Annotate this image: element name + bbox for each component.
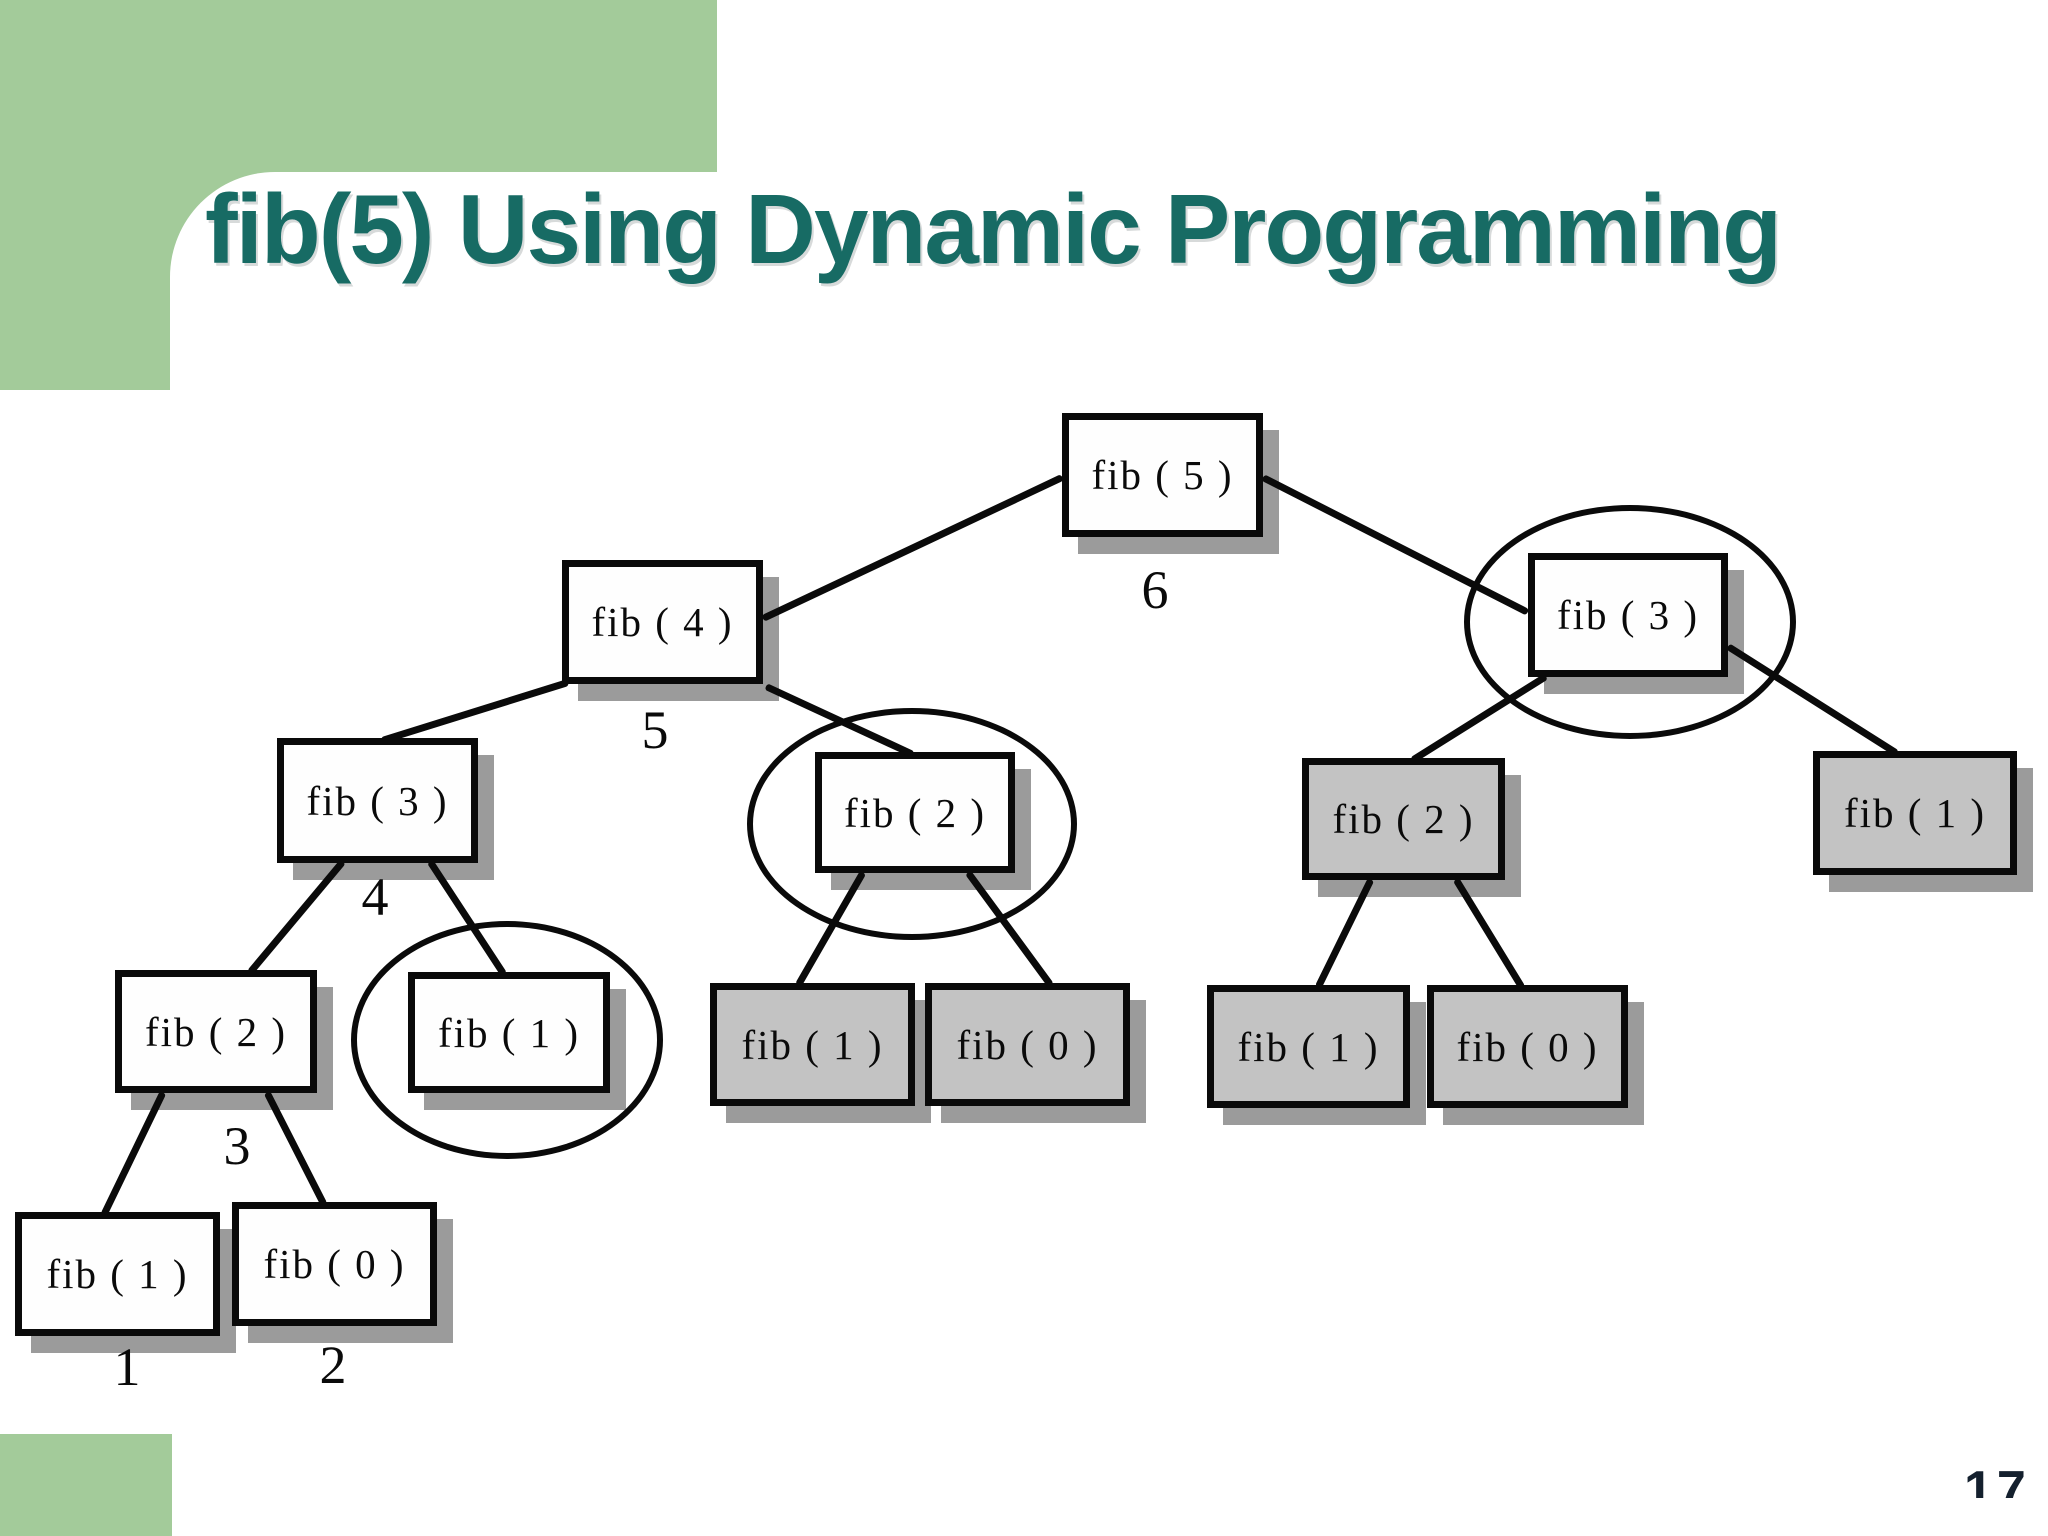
halo-fib3-right <box>1464 505 1796 739</box>
halo-fib1 <box>351 921 663 1159</box>
tree-node-fib0-white: fib ( 0 ) <box>232 1202 437 1326</box>
tree-node-label: fib ( 1 ) <box>1237 1023 1380 1070</box>
tree-node-fib2-gray: fib ( 2 ) <box>1302 758 1505 880</box>
tree-node-label: fib ( 0 ) <box>1456 1023 1599 1070</box>
tree-node-fib0-gray-2: fib ( 0 ) <box>1427 985 1628 1108</box>
evaluation-order-label-2: 2 <box>319 1335 347 1395</box>
tree-node-fib1-white: fib ( 1 ) <box>15 1212 220 1336</box>
tree-node-label: fib ( 1 ) <box>1843 790 1987 836</box>
evaluation-order-label-3: 3 <box>223 1116 251 1176</box>
tree-node-fib5: fib ( 5 ) <box>1062 413 1263 537</box>
tree-node-fib2-left: fib ( 2 ) <box>115 970 317 1093</box>
tree-edge-7 <box>100 1090 167 1216</box>
tree-edge-13 <box>1314 877 1375 989</box>
tree-edge-14 <box>1453 877 1525 989</box>
tree-node-label: fib ( 2 ) <box>144 1008 288 1055</box>
evaluation-order-label-6: 6 <box>1141 560 1169 620</box>
tree-edge-1 <box>761 473 1064 622</box>
tree-node-fib3-left: fib ( 3 ) <box>277 738 478 863</box>
green-left-column <box>0 0 172 390</box>
tree-node-label: fib ( 2 ) <box>1332 796 1475 842</box>
tree-node-fib1-gray-1: fib ( 1 ) <box>710 983 915 1106</box>
slide-title: fib(5) Using Dynamic Programming <box>205 174 1782 284</box>
green-bottom-left-block <box>0 1434 172 1536</box>
tree-node-label: fib ( 3 ) <box>306 777 449 824</box>
evaluation-order-label-1: 1 <box>113 1337 141 1397</box>
tree-node-label: fib ( 4 ) <box>591 599 734 645</box>
tree-node-label: fib ( 5 ) <box>1091 452 1234 498</box>
tree-node-label: fib ( 1 ) <box>46 1251 189 1297</box>
tree-node-label: fib ( 0 ) <box>956 1021 1099 1068</box>
evaluation-order-label-5: 5 <box>641 700 669 760</box>
page-number: 17 <box>1964 1461 2030 1498</box>
tree-node-fib1-gray-2: fib ( 1 ) <box>1207 985 1410 1108</box>
slide-content-panel <box>170 172 2048 1536</box>
evaluation-order-label-4: 4 <box>361 867 389 927</box>
tree-node-fib1-gray-r: fib ( 1 ) <box>1813 751 2017 875</box>
tree-node-fib4: fib ( 4 ) <box>562 560 763 684</box>
tree-edge-11 <box>1410 673 1548 763</box>
tree-node-label: fib ( 0 ) <box>263 1241 406 1287</box>
tree-node-label: fib ( 1 ) <box>741 1021 884 1068</box>
tree-edge-2 <box>1261 473 1530 616</box>
tree-edge-3 <box>380 678 570 744</box>
halo-fib2 <box>747 708 1077 940</box>
tree-node-fib0-gray-1: fib ( 0 ) <box>925 983 1130 1106</box>
